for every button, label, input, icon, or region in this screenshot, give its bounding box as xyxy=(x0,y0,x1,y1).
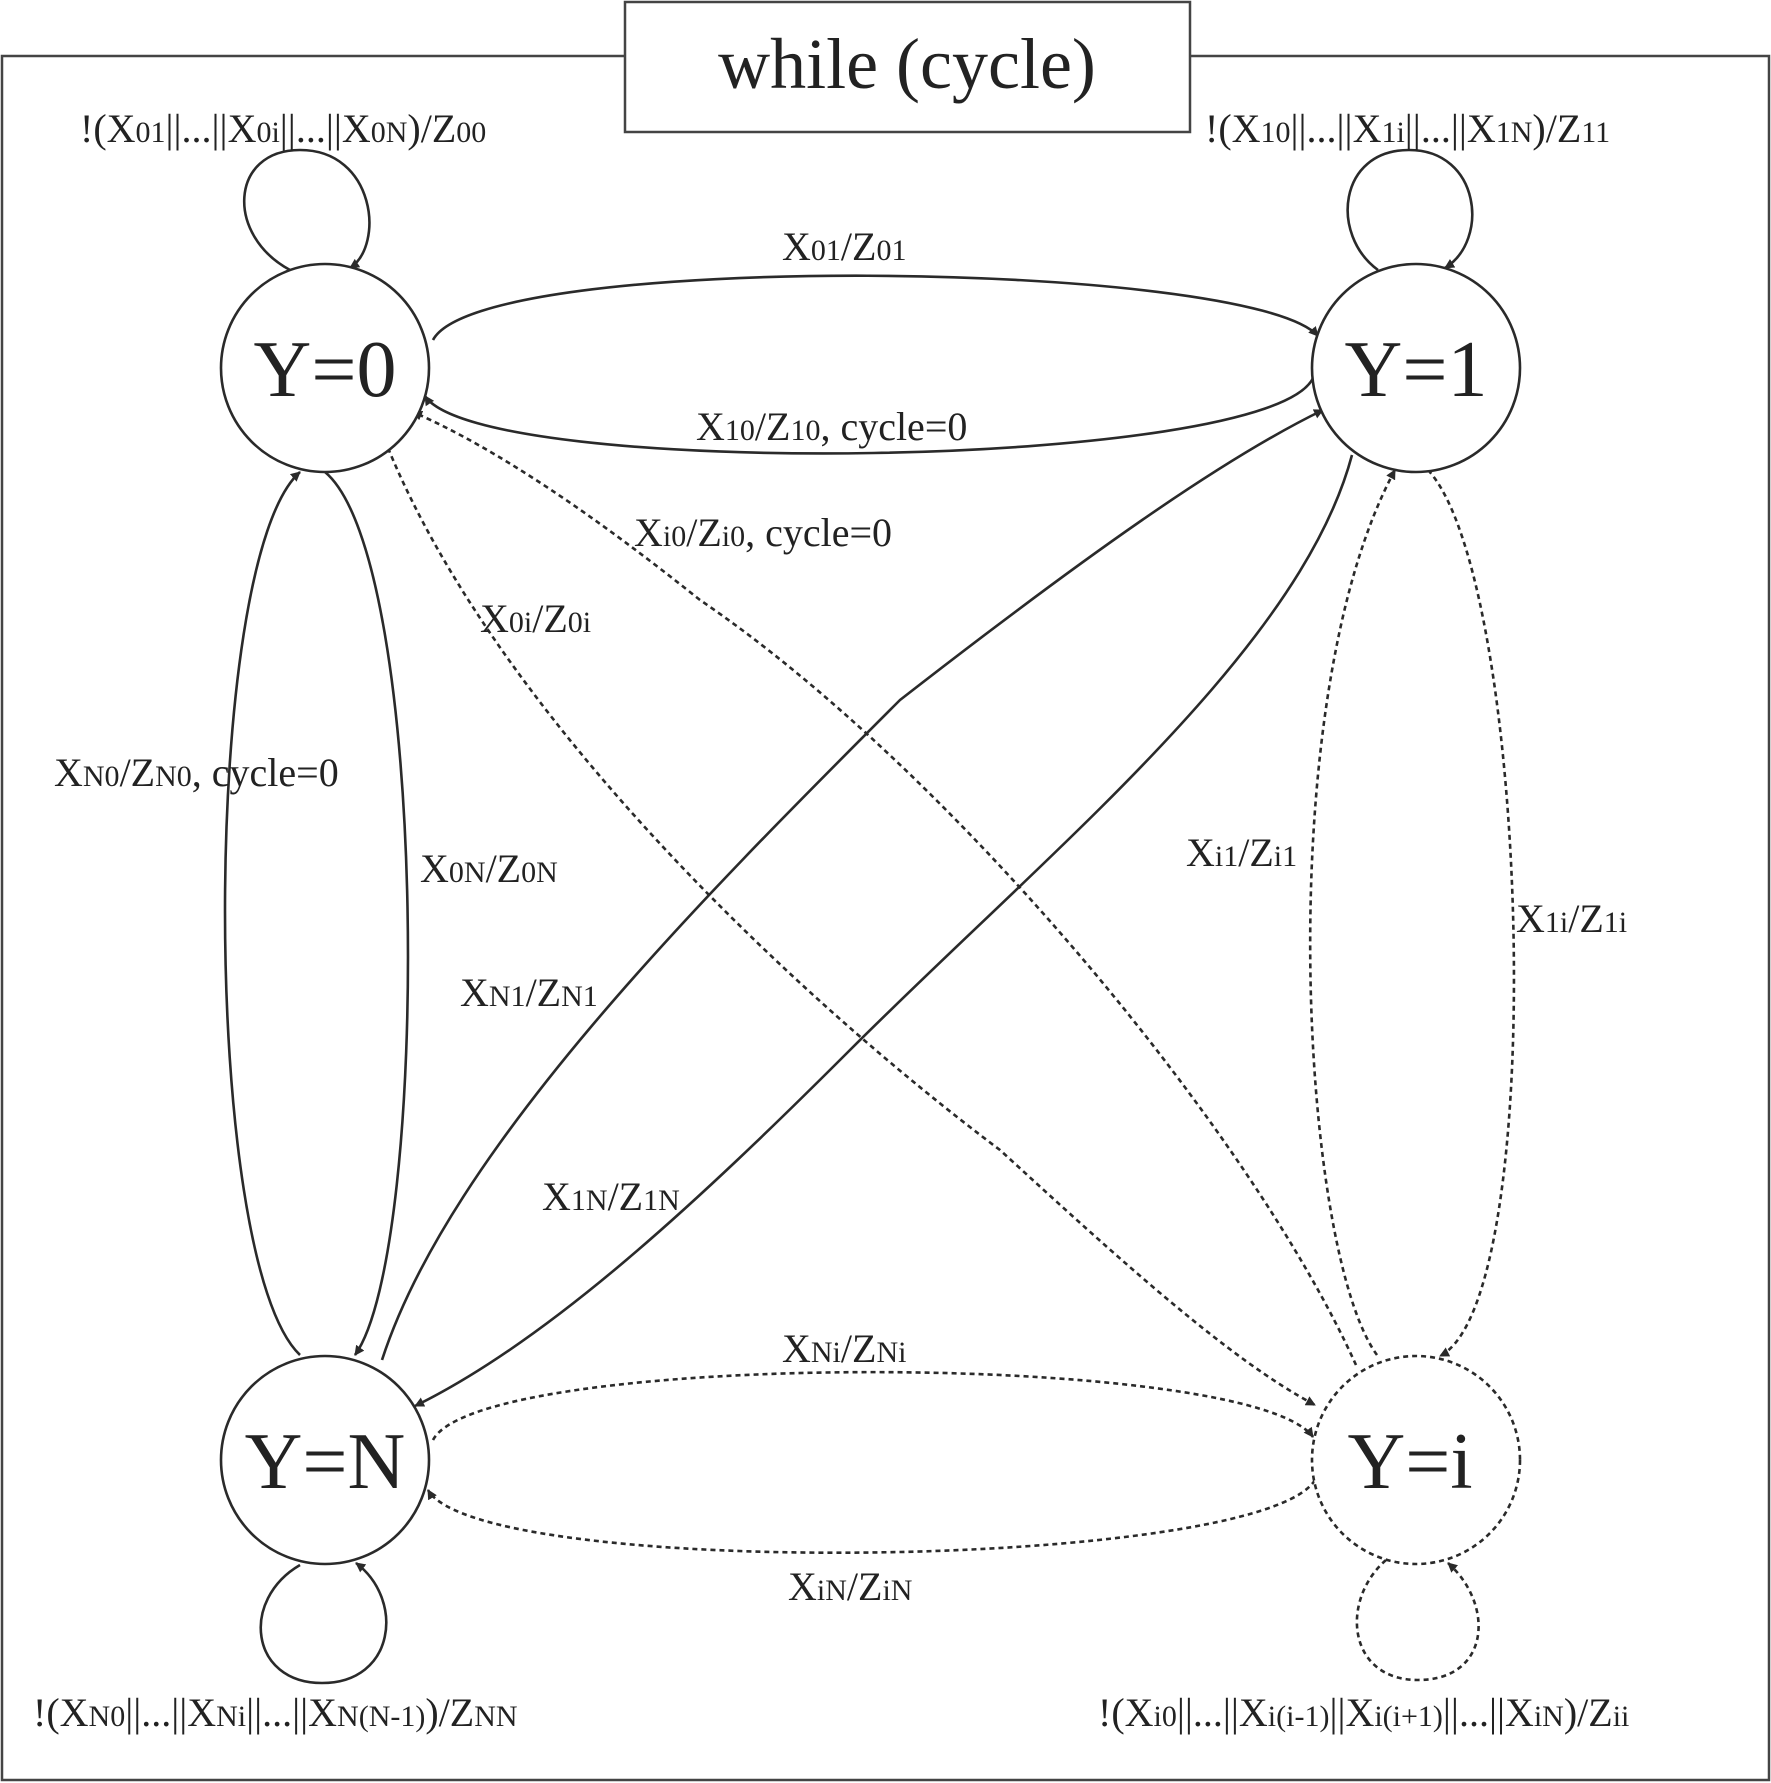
edge-i-to-n xyxy=(426,1479,1317,1555)
diagram-title: while (cycle) xyxy=(718,24,1096,104)
edge-0-to-i xyxy=(386,447,1316,1407)
edge-0-to-n xyxy=(324,471,410,1356)
label-edge-i-n: XiN/ZiN xyxy=(788,1564,912,1609)
state-yn-label: Y=N xyxy=(245,1418,406,1506)
label-edge-1-i: X1i/Z1i xyxy=(1516,896,1627,941)
self-loop-0 xyxy=(243,148,371,272)
state-y0: Y=0 xyxy=(219,262,431,474)
edge-1-to-n xyxy=(414,454,1354,1408)
self-loop-i xyxy=(1355,1559,1480,1682)
edge-n-to-1 xyxy=(380,408,1324,1361)
label-self-i: !(Xi0||...||Xi(i-1)||Xi(i+1)||...||XiN)/… xyxy=(1098,1690,1629,1735)
edge-i-to-0 xyxy=(412,410,1358,1366)
label-edge-n-i: XNi/ZNi xyxy=(782,1326,906,1371)
label-edge-i-0: Xi0/Zi0, cycle=0 xyxy=(634,510,892,555)
edge-i-to-1 xyxy=(1308,469,1397,1356)
self-loop-1 xyxy=(1346,148,1474,272)
label-self-1: !(X10||...||X1i||...||X1N)/Z11 xyxy=(1205,106,1610,151)
label-edge-n-0: XN0/ZN0, cycle=0 xyxy=(54,750,339,795)
edge-0-to-1 xyxy=(431,274,1319,341)
edge-1-to-0 xyxy=(423,377,1315,455)
label-edge-0-1: X01/Z01 xyxy=(782,224,906,269)
self-loop-n xyxy=(259,1561,388,1685)
label-self-n: !(XN0||...||XNi||...||XN(N-1))/ZNN xyxy=(33,1690,518,1735)
state-y0-label: Y=0 xyxy=(254,326,397,414)
edge-n-to-0 xyxy=(223,471,301,1356)
label-edge-i-1: Xi1/Zi1 xyxy=(1186,830,1297,875)
label-edge-1-n: X1N/Z1N xyxy=(542,1174,680,1219)
label-edge-0-n: X0N/Z0N xyxy=(420,846,558,891)
label-edge-n-1: XN1/ZN1 xyxy=(460,970,598,1015)
label-edge-1-0: X10/Z10, cycle=0 xyxy=(696,404,967,449)
state-y1-label: Y=1 xyxy=(1345,326,1488,414)
title-box xyxy=(623,0,1192,134)
edge-1-to-i xyxy=(1427,469,1516,1358)
state-yn: Y=N xyxy=(219,1354,431,1566)
label-edge-0-i: X0i/Z0i xyxy=(480,596,591,641)
edge-n-to-i xyxy=(431,1370,1315,1441)
state-yi: Y=i xyxy=(1310,1354,1522,1566)
state-yi-label: Y=i xyxy=(1347,1418,1472,1506)
label-self-0: !(X01||...||X0i||...||X0N)/Z00 xyxy=(80,106,486,151)
state-y1: Y=1 xyxy=(1310,262,1522,474)
